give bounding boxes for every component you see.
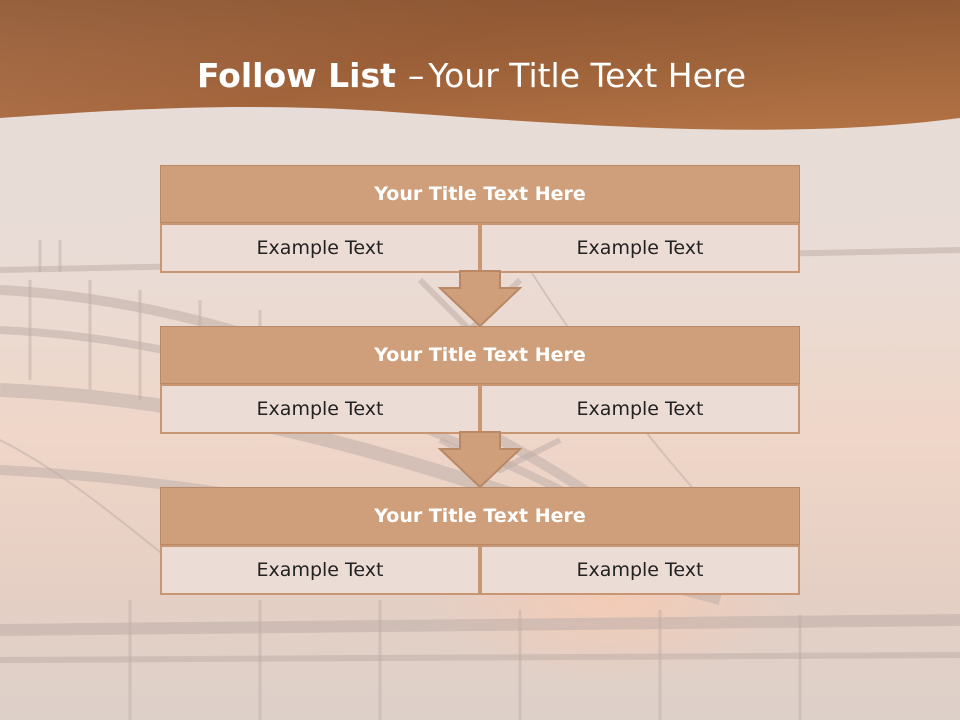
step-cell-left: Example Text: [160, 223, 480, 273]
step-3: Your Title Text Here Example Text Exampl…: [160, 487, 800, 595]
down-arrow-icon: [438, 270, 522, 328]
step-title: Your Title Text Here: [160, 165, 800, 223]
step-title: Your Title Text Here: [160, 487, 800, 545]
step-title: Your Title Text Here: [160, 326, 800, 384]
header-band: [0, 0, 960, 130]
title-bold: Follow List: [196, 56, 396, 95]
step-cell-left: Example Text: [160, 384, 480, 434]
step-cell-right: Example Text: [480, 223, 800, 273]
step-cell-right: Example Text: [480, 384, 800, 434]
step-cell-right: Example Text: [480, 545, 800, 595]
title-dash: –: [407, 56, 425, 95]
step-1: Your Title Text Here Example Text Exampl…: [160, 165, 800, 273]
step-2: Your Title Text Here Example Text Exampl…: [160, 326, 800, 434]
slide-title: Follow List–Your Title Text Here: [0, 54, 943, 98]
down-arrow-icon: [438, 431, 522, 489]
step-cell-left: Example Text: [160, 545, 480, 595]
title-rest: Your Title Text Here: [428, 56, 747, 95]
